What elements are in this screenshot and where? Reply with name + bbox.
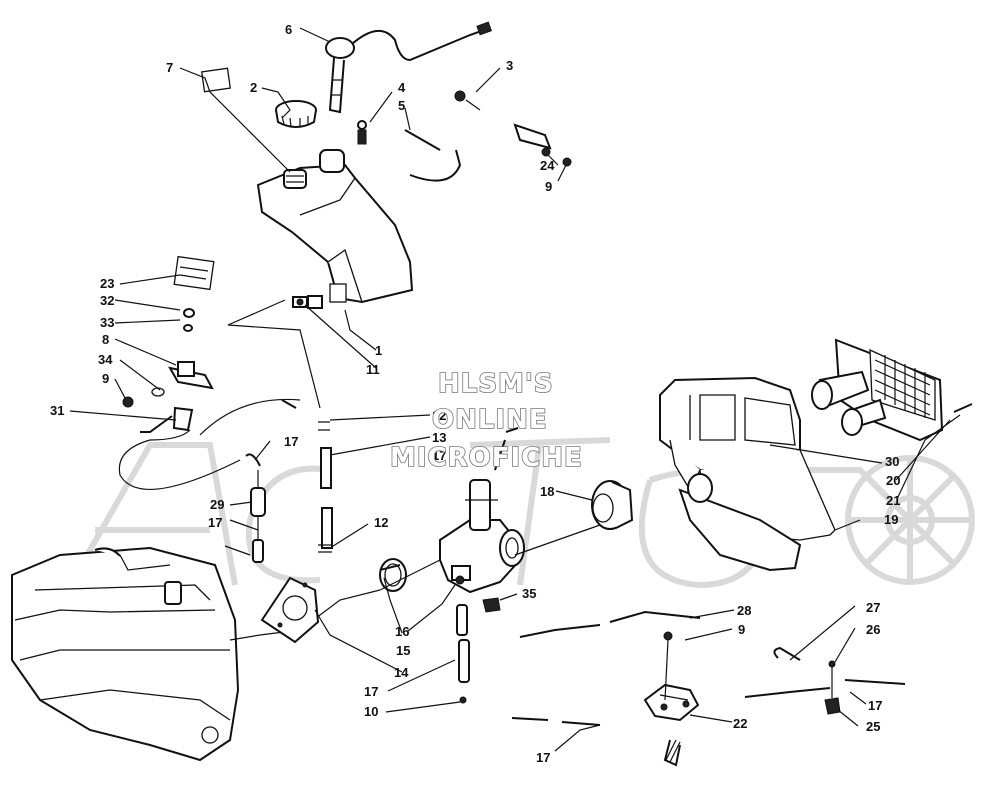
gas-tank [256,163,414,304]
callout-9-bracket: 9 [545,179,552,194]
bracket-screw [454,90,572,167]
callout-17-pulse: 17 [432,448,446,463]
callout-2: 2 [250,80,257,95]
callout-20: 20 [886,473,900,488]
callout-17-pump-right: 17 [868,698,882,713]
float-bowl-drain-hose [456,604,470,704]
vent-hose [404,129,462,182]
callout-17-filter-bottom: 17 [208,515,222,530]
watermark-line-3: MICROFICHE [390,443,583,473]
air-silencer-box [659,376,836,572]
callout-7: 7 [166,60,173,75]
callout-33: 33 [100,315,114,330]
callout-25: 25 [866,719,880,734]
carburetor [379,427,601,594]
callout-1: 1 [375,343,382,358]
callout-labels: 1 2 3 4 5 6 7 8 9 9 9 10 11 12 12 13 14 … [50,22,900,765]
callout-17-pump-left: 17 [536,750,550,765]
callout-11: 11 [366,362,380,377]
fuel-line-routing [118,299,321,491]
pulse-hoses [318,421,333,553]
callout-24: 24 [540,158,555,173]
leader-lines [69,27,961,752]
callout-32: 32 [100,293,114,308]
callout-27: 27 [866,600,880,615]
vent-fitting [357,120,367,145]
fuel-gauge-sender [319,37,355,173]
callout-17-drain: 17 [364,684,378,699]
callout-12-top: 12 [432,408,446,423]
callout-9-pump: 9 [738,622,745,637]
carb-flange [260,576,320,644]
callout-13: 13 [432,430,446,445]
tank-filler-neck [283,169,307,189]
carb-boot-nut [482,597,501,613]
silencer-boot [591,480,634,530]
watermark-line-1: HLSM'S [438,369,554,399]
fuel-tap-assembly [122,255,215,433]
callout-26: 26 [866,622,880,637]
pump-hoses [511,610,906,726]
gas-cap [275,100,317,128]
callout-17-filter-top: 17 [284,434,298,449]
callout-14: 14 [394,665,409,680]
carb-clamp [379,558,407,592]
watermark: HLSM'S ONLINE MICROFICHE [389,368,583,474]
in-line-fuel-filter [245,453,266,563]
callout-5: 5 [398,98,405,113]
callout-8: 8 [102,332,109,347]
callout-35: 35 [522,586,536,601]
callout-19: 19 [884,512,898,527]
decal-label [201,67,231,93]
callout-28: 28 [737,603,751,618]
tank-outlet-fitting [292,295,323,309]
fuel-pump [643,631,700,767]
callout-31: 31 [50,403,64,418]
callout-3: 3 [506,58,513,73]
engine [11,546,381,762]
callout-22: 22 [733,716,747,731]
callout-9-left: 9 [102,371,109,386]
callout-23: 23 [100,276,114,291]
watermark-line-2: ONLINE [432,405,548,435]
callout-30: 30 [885,454,899,469]
callout-15: 15 [396,643,410,658]
callout-4: 4 [398,80,406,95]
callout-10: 10 [364,704,378,719]
callout-16: 16 [395,624,409,639]
callout-21: 21 [886,493,900,508]
silencer-intake-tubes [811,338,973,442]
callout-29: 29 [210,497,224,512]
sender-wire [351,21,492,62]
callout-34: 34 [98,352,113,367]
callout-12-bottom: 12 [374,515,388,530]
callout-6: 6 [285,22,292,37]
callout-18: 18 [540,484,554,499]
